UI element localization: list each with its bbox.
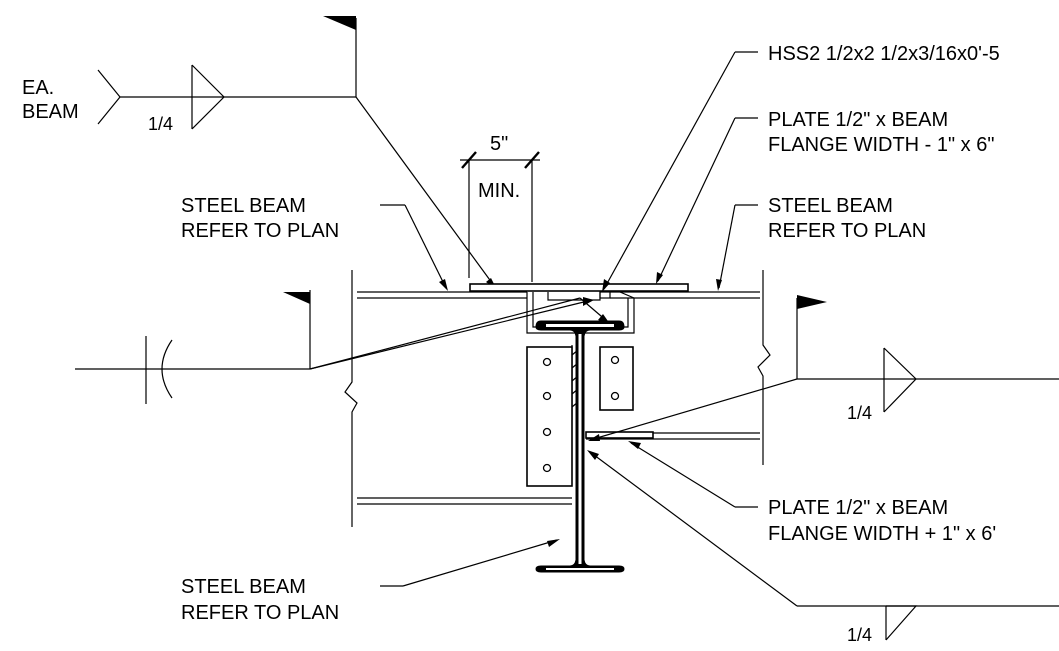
weld-symbol-top-left [97, 16, 497, 290]
weld-size-bottom-right: 1/4 [847, 625, 872, 645]
leader-steel-beam-left [380, 204, 448, 291]
plate-top-label-1: PLATE 1/2" x BEAM [768, 109, 948, 131]
ea-beam-label-1: EA. [22, 77, 54, 99]
left-beam-elevation [344, 270, 572, 527]
bolt-icon [610, 355, 620, 365]
bolt-icon [610, 391, 620, 401]
weld-leader-line [355, 96, 496, 288]
steel-beam-right-label-2: REFER TO PLAN [768, 220, 926, 242]
hss-label: HSS2 1/2x2 1/2x3/16x0'-5 [768, 43, 1000, 65]
left-shear-tab [526, 346, 573, 487]
plate-bottom-label-1: PLATE 1/2" x BEAM [768, 497, 948, 519]
leader-hss [602, 51, 758, 292]
right-shear-tab [599, 346, 634, 411]
dimension-value: 5" [490, 133, 508, 155]
field-weld-flag-icon [323, 16, 356, 30]
plate-bottom-label-2: FLANGE WIDTH + 1" x 6' [768, 523, 996, 545]
bolt-icon [542, 427, 552, 437]
bolt-icon [542, 357, 552, 367]
steel-beam-bottom-label-2: REFER TO PLAN [181, 602, 339, 624]
steel-beam-left-label-1: STEEL BEAM [181, 195, 306, 217]
weld-symbol-left [75, 290, 610, 404]
bolt-icon [542, 463, 552, 473]
break-line-left [344, 270, 358, 527]
steel-beam-right-label-1: STEEL BEAM [768, 195, 893, 217]
dimension-min-label: MIN. [478, 180, 520, 202]
leader-bottom-plate [628, 441, 758, 508]
bolt-icon [542, 391, 552, 401]
bottom-plate [585, 431, 654, 439]
leader-top-plate [656, 117, 758, 284]
weld-size-mid-right: 1/4 [847, 403, 872, 423]
leader-steel-beam-bottom [380, 539, 560, 587]
center-wide-flange-section [535, 320, 625, 573]
field-weld-flag-icon [797, 295, 827, 309]
steel-beam-bottom-label-1: STEEL BEAM [181, 576, 306, 598]
plate-top-label-2: FLANGE WIDTH - 1" x 6" [768, 134, 994, 156]
field-weld-flag-icon [283, 292, 310, 304]
steel-beam-left-label-2: REFER TO PLAN [181, 220, 339, 242]
dimension-5in [460, 151, 540, 282]
weld-symbol-bottom-right [587, 450, 1059, 641]
weld-size-top-left: 1/4 [148, 114, 173, 134]
break-line-right [757, 270, 771, 465]
ea-beam-label-2: BEAM [22, 101, 79, 123]
leader-steel-beam-right [716, 204, 758, 291]
top-plate [469, 283, 689, 292]
weld-symbol-right-mid [588, 295, 1059, 441]
